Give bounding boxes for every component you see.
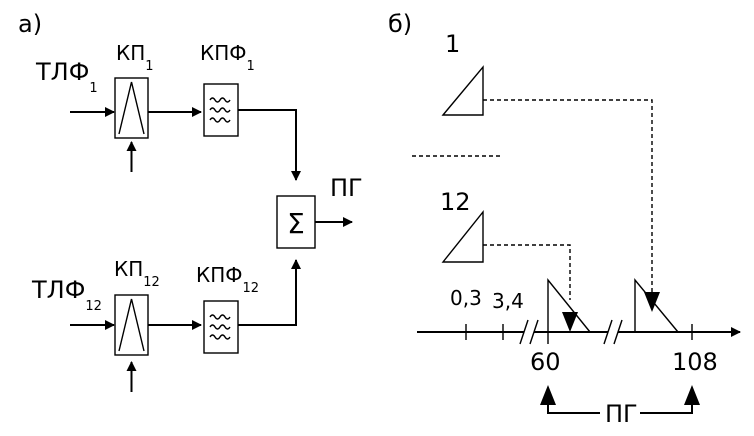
spectrum-1-triangle bbox=[441, 65, 484, 116]
tick-label-108: 108 bbox=[672, 348, 718, 376]
arrow-icon bbox=[644, 292, 660, 312]
part-b-label: б) bbox=[388, 10, 412, 38]
group-bracket-right bbox=[640, 403, 693, 414]
bandpass-filter-icon bbox=[209, 314, 231, 340]
arrow-icon bbox=[540, 385, 556, 405]
input-label-1: ТЛФ1 bbox=[35, 58, 98, 96]
group-label: ПГ bbox=[605, 400, 638, 428]
path-to-summer-12 bbox=[238, 259, 301, 326]
arrow-icon bbox=[684, 385, 700, 405]
path-to-summer-1 bbox=[238, 109, 301, 181]
bandpass-filter-1 bbox=[203, 83, 239, 137]
bandpass-filter-icon bbox=[209, 97, 231, 123]
tick-label-0-3: 0,3 bbox=[450, 286, 482, 310]
break-mark-icon bbox=[603, 319, 623, 345]
filter-label-12: КПФ12 bbox=[196, 263, 259, 296]
channel-12: ТЛФ12 КП12 КПФ12 bbox=[31, 257, 301, 392]
channel-1: ТЛФ1 КП1 КПФ1 bbox=[35, 41, 301, 181]
modulator-1 bbox=[114, 77, 149, 139]
part-a-label: а) bbox=[18, 10, 42, 38]
bandpass-filter-12 bbox=[203, 300, 239, 354]
spectrum-1-label: 1 bbox=[445, 30, 460, 58]
group-bracket-left bbox=[547, 403, 600, 414]
arrow-icon bbox=[562, 312, 578, 332]
triangle-modulator-icon bbox=[118, 298, 145, 352]
spectrum-12-label: 12 bbox=[440, 188, 471, 216]
triangle-modulator-icon bbox=[118, 81, 145, 135]
group-triangle-1 bbox=[547, 278, 591, 333]
modulator-label-12: КП12 bbox=[114, 257, 160, 290]
modulator-label-1: КП1 bbox=[116, 41, 154, 74]
group-triangle-2 bbox=[634, 278, 679, 333]
sigma-icon: Σ bbox=[287, 207, 305, 240]
spectrum-12-shift bbox=[483, 244, 571, 300]
tick-label-60: 60 bbox=[530, 348, 561, 376]
summer: Σ bbox=[276, 195, 316, 249]
break-mark-icon bbox=[519, 319, 539, 345]
input-label-12: ТЛФ12 bbox=[31, 276, 102, 314]
filter-label-1: КПФ1 bbox=[200, 41, 255, 74]
modulator-12 bbox=[114, 294, 149, 356]
spectrum-1-shift bbox=[483, 99, 653, 300]
tick-label-3-4: 3,4 bbox=[492, 289, 524, 313]
output-label: ПГ bbox=[330, 174, 363, 202]
spectrum-12-triangle bbox=[441, 210, 484, 263]
